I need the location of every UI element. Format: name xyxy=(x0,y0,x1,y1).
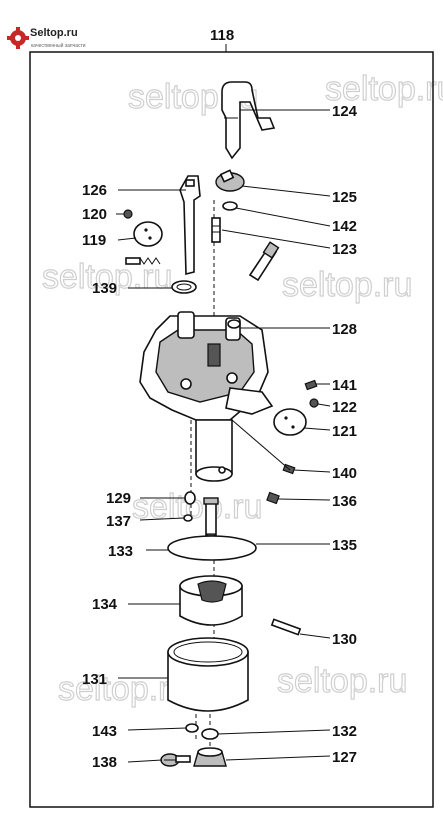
brand-name: Seltop.ru xyxy=(30,27,78,39)
part-127-bolt xyxy=(193,747,227,767)
part-label: 132 xyxy=(332,723,357,740)
part-130-float-pin xyxy=(270,618,302,636)
part-122-screw xyxy=(309,398,319,408)
part-label: 140 xyxy=(332,465,357,482)
part-119-choke-plate xyxy=(133,221,163,247)
part-label: 142 xyxy=(332,218,357,235)
part-142-oring xyxy=(222,201,238,211)
part-label: 127 xyxy=(332,749,357,766)
part-label: 143 xyxy=(92,723,117,740)
part-label: 120 xyxy=(82,206,107,223)
part-131-float-bowl xyxy=(167,637,249,712)
part-label: 134 xyxy=(92,596,118,613)
part-label: 129 xyxy=(106,490,131,507)
watermark: seltop.ru xyxy=(282,266,412,304)
part-label: 139 xyxy=(92,280,117,297)
leader-lines xyxy=(116,109,331,763)
diagram-frame xyxy=(29,51,434,808)
watermark: seltop.ru xyxy=(42,258,172,296)
part-label: 133 xyxy=(108,543,133,560)
part-label: 141 xyxy=(332,377,357,394)
part-label: 123 xyxy=(332,241,357,258)
part-pilot-screw-spring xyxy=(125,257,161,265)
part-label: 124 xyxy=(332,103,358,120)
part-143-washer xyxy=(185,723,199,733)
part-label: 126 xyxy=(82,182,107,199)
part-134-float xyxy=(179,575,243,626)
part-132-washer xyxy=(201,728,219,740)
part-141-screw xyxy=(304,379,318,391)
brand-tagline: качественный запчасти xyxy=(31,42,86,49)
part-135-bowl-gasket xyxy=(167,535,257,561)
part-120-screw xyxy=(123,209,133,219)
part-label: 125 xyxy=(332,189,357,206)
part-137-washer xyxy=(183,514,193,522)
part-128-fitting xyxy=(227,319,241,329)
watermark: seltop.ru xyxy=(132,488,262,526)
part-label: 136 xyxy=(332,493,357,510)
part-label: 131 xyxy=(82,671,107,688)
watermark: seltop.ru xyxy=(58,670,188,708)
part-label: 121 xyxy=(332,423,357,440)
part-125-cap xyxy=(215,169,245,192)
part-label: 128 xyxy=(332,321,357,338)
part-138-screw xyxy=(160,753,191,767)
watermark-layer: seltop.ru seltop.ru seltop.ru seltop.ru … xyxy=(41,69,443,708)
part-124-lever xyxy=(221,81,276,160)
part-121-throttle-plate xyxy=(273,408,307,436)
watermark: seltop.ru xyxy=(277,662,407,700)
part-123-idle-screw xyxy=(211,217,280,282)
part-126-choke-lever xyxy=(179,175,201,276)
part-label: 135 xyxy=(332,537,357,554)
carburetor-body xyxy=(139,311,274,482)
gear-logo-icon xyxy=(7,27,29,49)
watermark: seltop.ru xyxy=(325,70,443,108)
part-label: 119 xyxy=(82,232,106,249)
part-label: 138 xyxy=(92,754,117,771)
part-label: 137 xyxy=(106,513,131,530)
brand-logo[interactable]: Seltop.ru качественный запчасти xyxy=(7,27,86,49)
part-label: 122 xyxy=(332,399,357,416)
part-136-jet xyxy=(266,491,280,505)
assembly-number: 118 xyxy=(210,27,234,44)
part-label: 130 xyxy=(332,631,357,648)
part-labels: 124 126 125 120 142 119 123 139 128 141 … xyxy=(82,103,358,771)
part-129-oring xyxy=(184,491,196,505)
